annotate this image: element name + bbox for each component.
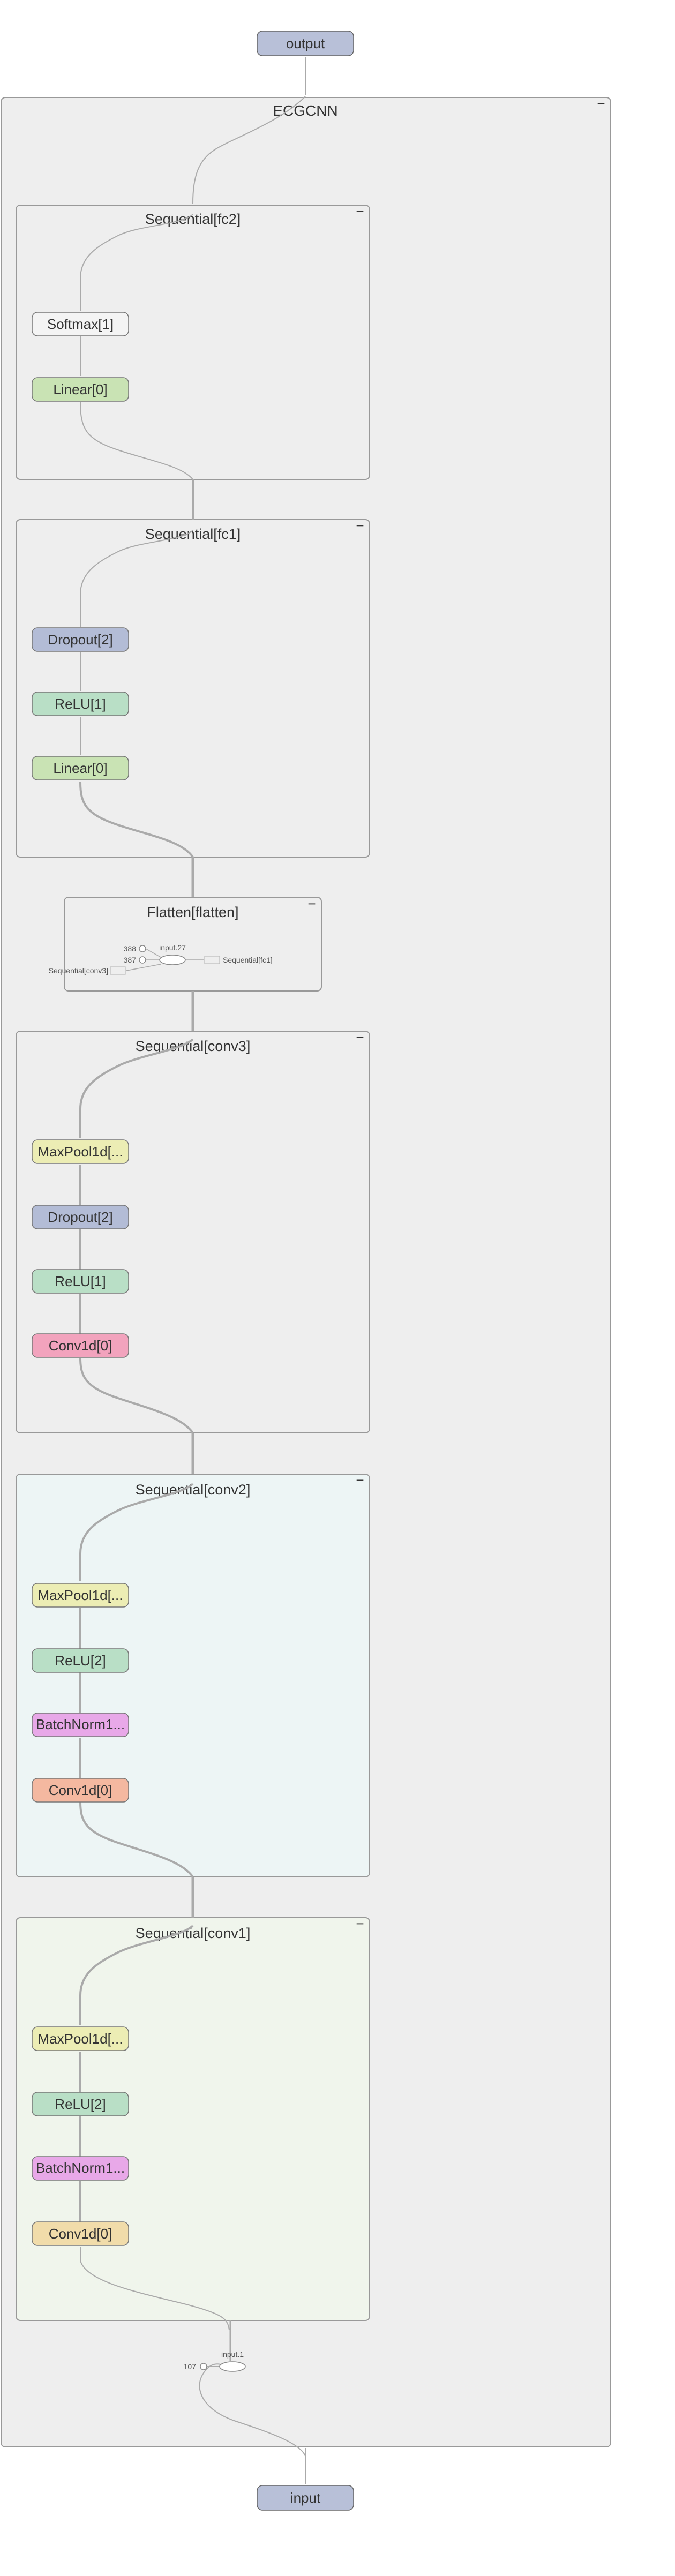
- group-title-conv1: Sequential[conv1]: [136, 1925, 251, 1941]
- node-conv1d[interactable]: Conv1d[0]: [32, 1333, 129, 1358]
- group-fc2[interactable]: [16, 205, 370, 480]
- group-title-fc1: Sequential[fc1]: [145, 526, 241, 542]
- edge-maxpool-top1: [79, 1925, 194, 2025]
- collapse-icon[interactable]: −: [308, 896, 316, 912]
- edge-conv3-in: [79, 1357, 194, 1434]
- node-input-label: input: [290, 2490, 321, 2506]
- edge-conv2-in: [79, 1801, 194, 1878]
- port-label: Sequential[fc1]: [223, 956, 273, 964]
- node-softmax[interactable]: Softmax[1]: [32, 312, 129, 336]
- node-label: ReLU[1]: [55, 696, 106, 712]
- node-relu[interactable]: ReLU[1]: [32, 692, 129, 716]
- node-label: MaxPool1d[...: [38, 2031, 123, 2047]
- group-conv2[interactable]: [16, 1474, 370, 1877]
- node-label: Conv1d[0]: [49, 1338, 112, 1354]
- node-input[interactable]: input: [257, 2485, 354, 2511]
- group-fc1[interactable]: [16, 519, 370, 858]
- edge-fc2-in: [80, 401, 193, 480]
- input-const-107[interactable]: 107: [184, 2362, 207, 2371]
- const-label: 107: [184, 2362, 197, 2371]
- node-output[interactable]: output: [257, 31, 354, 56]
- collapse-icon[interactable]: −: [597, 95, 605, 111]
- node-label: Conv1d[0]: [49, 1782, 112, 1798]
- node-linear[interactable]: Linear[0]: [32, 377, 129, 402]
- node-label: ReLU[1]: [55, 1273, 106, 1289]
- node-output-label: output: [286, 35, 325, 51]
- flatten-input-port[interactable]: Sequential[conv3]: [49, 966, 126, 975]
- flatten-op[interactable]: input.27: [159, 943, 186, 965]
- input-op[interactable]: input.1: [219, 2350, 246, 2372]
- node-label: MaxPool1d[...: [38, 1587, 123, 1603]
- collapse-icon[interactable]: −: [356, 1029, 364, 1045]
- group-title-ecgcnn: ECGCNN: [273, 102, 338, 119]
- node-label: BatchNorm1...: [36, 2160, 125, 2176]
- node-label: Conv1d[0]: [49, 2226, 112, 2242]
- edge-fc2-ecgcnn: [192, 96, 306, 204]
- node-maxpool[interactable]: MaxPool1d[...: [32, 1583, 129, 1608]
- collapse-icon[interactable]: −: [356, 1916, 364, 1932]
- node-batchnorm[interactable]: BatchNorm1...: [32, 2156, 129, 2181]
- edge-maxpool-top2: [79, 1483, 194, 1581]
- const-label: 387: [124, 956, 137, 964]
- node-linear[interactable]: Linear[0]: [32, 756, 129, 780]
- node-maxpool[interactable]: MaxPool1d[...: [32, 2026, 129, 2051]
- node-relu[interactable]: ReLU[2]: [32, 1648, 129, 1673]
- edge-dropout-top: [80, 530, 193, 627]
- edge-flatten-const388: [145, 948, 161, 958]
- node-maxpool[interactable]: MaxPool1d[...: [32, 1139, 129, 1164]
- const-label: 388: [124, 944, 137, 953]
- group-conv1[interactable]: [16, 1917, 370, 2321]
- node-label: Linear[0]: [53, 760, 107, 776]
- node-conv1d[interactable]: Conv1d[0]: [32, 2221, 129, 2246]
- node-label: MaxPool1d[...: [38, 1144, 123, 1160]
- group-title-conv3: Sequential[conv3]: [136, 1038, 251, 1054]
- group-conv3[interactable]: [16, 1031, 370, 1433]
- port-label: Sequential[conv3]: [49, 966, 108, 975]
- node-label: Dropout[2]: [48, 632, 112, 648]
- edge-conv1-in: [80, 2247, 230, 2331]
- node-batchnorm[interactable]: BatchNorm1...: [32, 1713, 129, 1737]
- op-label: input.27: [159, 943, 186, 952]
- node-label: ReLU[2]: [55, 2096, 106, 2112]
- op-label: input.1: [221, 2350, 244, 2359]
- edge-input-op: [199, 2363, 306, 2457]
- edge-fc1-in: [79, 782, 194, 858]
- node-dropout[interactable]: Dropout[2]: [32, 627, 129, 652]
- edge-maxpool-top3: [79, 1038, 194, 1138]
- node-label: Dropout[2]: [48, 1209, 112, 1225]
- flatten-const-387[interactable]: 387: [124, 956, 146, 964]
- collapse-icon[interactable]: −: [356, 517, 364, 534]
- collapse-icon[interactable]: −: [356, 1472, 364, 1488]
- node-dropout[interactable]: Dropout[2]: [32, 1205, 129, 1229]
- flatten-output-port[interactable]: Sequential[fc1]: [204, 956, 273, 964]
- collapse-icon[interactable]: −: [356, 203, 364, 219]
- node-label: Linear[0]: [53, 381, 107, 397]
- node-conv1d[interactable]: Conv1d[0]: [32, 1778, 129, 1803]
- edges: [79, 57, 306, 2484]
- edge-softmax-top: [80, 214, 193, 311]
- node-label: Softmax[1]: [47, 316, 114, 332]
- node-label: ReLU[2]: [55, 1653, 106, 1669]
- node-relu[interactable]: ReLU[2]: [32, 2092, 129, 2116]
- flatten-const-388[interactable]: 388: [124, 944, 146, 953]
- node-label: BatchNorm1...: [36, 1716, 125, 1732]
- edge-flatten-in: [126, 964, 161, 971]
- group-title-flatten: Flatten[flatten]: [147, 904, 238, 920]
- node-relu[interactable]: ReLU[1]: [32, 1269, 129, 1294]
